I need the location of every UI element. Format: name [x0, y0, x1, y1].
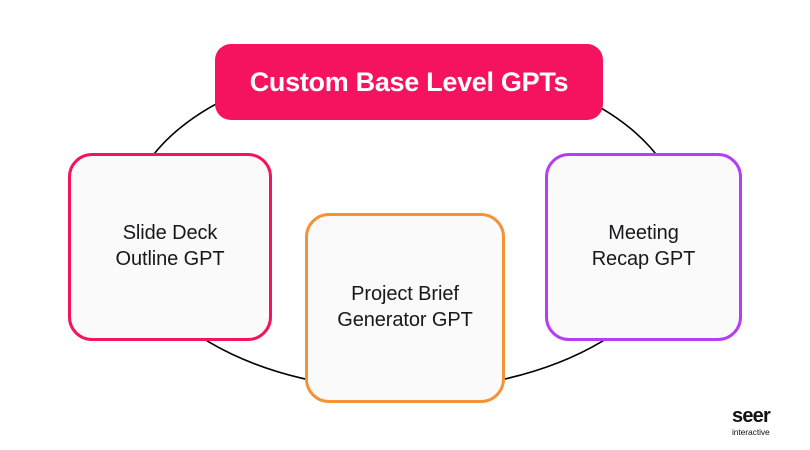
node-meeting-recap-gpt[interactable]: Meeting Recap GPT	[545, 153, 742, 341]
node-project-brief-generator-gpt[interactable]: Project Brief Generator GPT	[305, 213, 505, 403]
logo-wordmark: seer	[732, 404, 771, 427]
node-project-brief-label: Project Brief Generator GPT	[337, 283, 473, 331]
diagram-title-text: Custom Base Level GPTs	[249, 66, 569, 97]
node-slide-deck-label: Slide Deck Outline GPT	[115, 222, 225, 270]
node-slide-deck-outline-gpt[interactable]: Slide Deck Outline GPT	[68, 153, 272, 341]
seer-interactive-logo: seer interactive	[732, 406, 796, 437]
node-meeting-recap-label: Meeting Recap GPT	[591, 222, 696, 270]
logo-subtext: interactive	[732, 426, 770, 437]
diagram-title-pill: Custom Base Level GPTs	[215, 44, 603, 120]
